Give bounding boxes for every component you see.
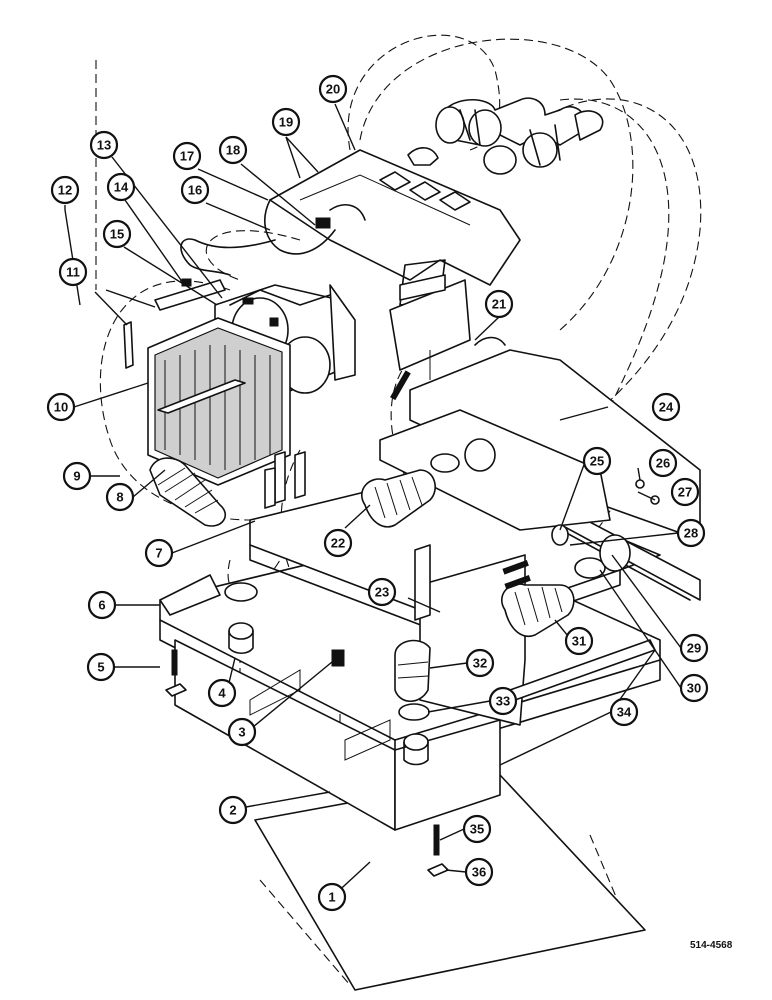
svg-text:9: 9 xyxy=(73,469,80,484)
svg-text:13: 13 xyxy=(97,138,111,153)
callout-14: 14 xyxy=(106,172,136,202)
callout-25: 25 xyxy=(582,446,612,476)
svg-text:25: 25 xyxy=(590,454,604,469)
svg-text:31: 31 xyxy=(572,634,586,649)
svg-text:27: 27 xyxy=(678,485,692,500)
svg-text:5: 5 xyxy=(97,660,104,675)
svg-text:10: 10 xyxy=(54,400,68,415)
callout-15: 15 xyxy=(102,219,132,249)
callout-34: 34 xyxy=(609,697,639,727)
svg-text:12: 12 xyxy=(58,183,72,198)
svg-text:2: 2 xyxy=(229,803,236,818)
fasteners xyxy=(165,336,660,877)
callout-36: 36 xyxy=(464,857,494,887)
callout-17: 17 xyxy=(172,141,202,171)
callout-20: 20 xyxy=(318,74,348,104)
svg-text:16: 16 xyxy=(188,183,202,198)
svg-text:7: 7 xyxy=(155,546,162,561)
svg-text:8: 8 xyxy=(116,490,123,505)
svg-text:21: 21 xyxy=(492,297,506,312)
svg-text:29: 29 xyxy=(687,641,701,656)
svg-text:1: 1 xyxy=(328,890,335,905)
callout-5: 5 xyxy=(86,652,116,682)
svg-text:32: 32 xyxy=(473,656,487,671)
callout-2: 2 xyxy=(218,795,248,825)
callout-19: 19 xyxy=(271,107,301,137)
svg-text:34: 34 xyxy=(617,705,632,720)
callout-1: 1 xyxy=(317,882,347,912)
callout-9: 9 xyxy=(62,461,92,491)
callout-22: 22 xyxy=(323,528,353,558)
callout-4: 4 xyxy=(207,678,237,708)
callout-29: 29 xyxy=(679,633,709,663)
callout-3: 3 xyxy=(227,717,257,747)
callout-24: 24 xyxy=(651,392,681,422)
svg-text:17: 17 xyxy=(180,149,194,164)
svg-text:18: 18 xyxy=(226,143,240,158)
callout-21: 21 xyxy=(484,289,514,319)
callout-35: 35 xyxy=(462,814,492,844)
callout-27: 27 xyxy=(670,477,700,507)
svg-text:26: 26 xyxy=(656,456,670,471)
duct-elbow xyxy=(394,639,431,703)
callout-33: 33 xyxy=(488,686,518,716)
callouts: 1 2 3 4 5 6 7 8 9 10 11 12 13 14 15 16 1… xyxy=(46,74,709,912)
callout-31: 31 xyxy=(564,626,594,656)
callout-10: 10 xyxy=(46,392,76,422)
svg-text:15: 15 xyxy=(110,227,124,242)
callout-23: 23 xyxy=(367,577,397,607)
svg-text:35: 35 xyxy=(470,822,484,837)
svg-text:19: 19 xyxy=(279,115,293,130)
svg-text:28: 28 xyxy=(684,526,698,541)
figure-reference: 514-4568 xyxy=(690,940,733,951)
svg-text:3: 3 xyxy=(238,725,245,740)
callout-11: 11 xyxy=(58,257,88,287)
svg-text:23: 23 xyxy=(375,585,389,600)
callout-12: 12 xyxy=(50,175,80,205)
svg-text:11: 11 xyxy=(66,265,80,280)
svg-text:30: 30 xyxy=(687,681,701,696)
callout-28: 28 xyxy=(676,518,706,548)
wiring-harness xyxy=(180,199,366,287)
callout-18: 18 xyxy=(218,135,248,165)
flex-hose-left xyxy=(149,457,226,527)
callout-6: 6 xyxy=(87,590,117,620)
mounting-brackets xyxy=(123,274,446,509)
svg-text:20: 20 xyxy=(326,82,340,97)
callout-32: 32 xyxy=(465,648,495,678)
svg-text:36: 36 xyxy=(472,865,486,880)
callout-30: 30 xyxy=(679,673,709,703)
callout-8: 8 xyxy=(105,482,135,512)
clamps xyxy=(224,438,631,766)
duct-outlet-cluster xyxy=(407,97,604,175)
svg-text:14: 14 xyxy=(114,180,129,195)
svg-text:33: 33 xyxy=(496,694,510,709)
callout-16: 16 xyxy=(180,175,210,205)
svg-text:22: 22 xyxy=(331,536,345,551)
callout-26: 26 xyxy=(648,448,678,478)
svg-text:24: 24 xyxy=(659,400,674,415)
heater-core xyxy=(147,279,291,486)
flex-hose-center xyxy=(361,469,436,528)
callout-13: 13 xyxy=(89,130,119,160)
svg-text:4: 4 xyxy=(218,686,226,701)
svg-text:6: 6 xyxy=(98,598,105,613)
callout-7: 7 xyxy=(144,538,174,568)
plenum-housing xyxy=(269,149,701,541)
